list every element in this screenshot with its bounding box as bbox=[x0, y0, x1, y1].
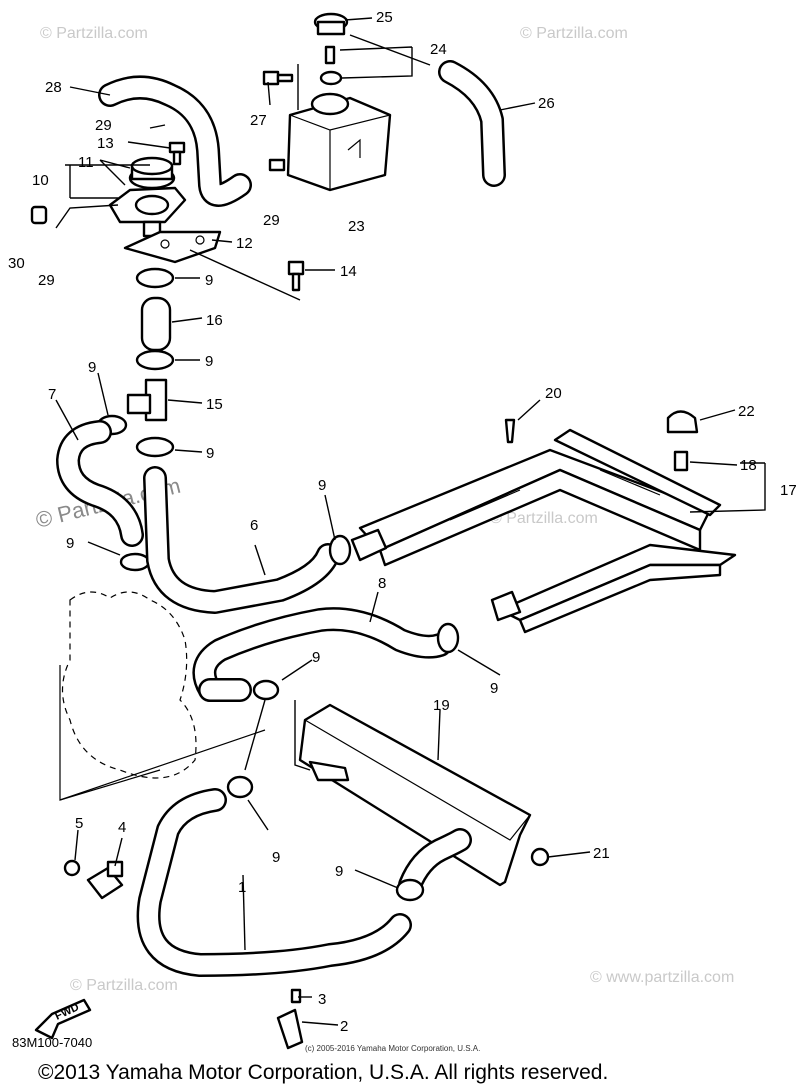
callout-30: 30 bbox=[8, 255, 25, 272]
bolt-13 bbox=[168, 141, 186, 166]
callout-6: 6 bbox=[250, 517, 258, 534]
callout-9-j: 9 bbox=[335, 863, 343, 880]
watermark-top-right: © Partzilla.com bbox=[520, 25, 628, 42]
callout-7: 7 bbox=[48, 386, 56, 403]
thermostat-housing-10 bbox=[108, 186, 187, 238]
pin-20 bbox=[504, 418, 516, 444]
callout-9-a: 9 bbox=[205, 272, 213, 289]
plate-19 bbox=[298, 703, 532, 887]
forward-arrow-icon: FWD bbox=[34, 998, 92, 1040]
engine-outline bbox=[59, 591, 266, 801]
hose-28 bbox=[98, 75, 252, 207]
callout-9-b: 9 bbox=[205, 353, 213, 370]
clamp-9-a bbox=[135, 267, 175, 289]
callout-29-a: 29 bbox=[95, 117, 112, 134]
fine-print: (c) 2005-2016 Yamaha Motor Corporation, … bbox=[305, 1044, 480, 1053]
callout-5: 5 bbox=[75, 815, 83, 832]
callout-9-c: 9 bbox=[88, 359, 96, 376]
clamp-9-j bbox=[395, 878, 425, 902]
callout-22: 22 bbox=[738, 403, 755, 420]
callout-10: 10 bbox=[32, 172, 49, 189]
hose-1 bbox=[136, 788, 472, 977]
callout-15: 15 bbox=[206, 396, 223, 413]
watermark-mid-right: © Partzilla.com bbox=[490, 510, 598, 527]
cap-30 bbox=[30, 205, 48, 225]
cap-22 bbox=[666, 410, 699, 434]
callout-27: 27 bbox=[250, 112, 267, 129]
fitting-18 bbox=[673, 450, 689, 472]
clamp-9-g bbox=[436, 622, 460, 654]
clamp-9-h bbox=[252, 679, 280, 701]
bracket-2 bbox=[276, 1008, 304, 1050]
clamp-9-b bbox=[135, 349, 175, 371]
callout-12: 12 bbox=[236, 235, 253, 252]
watermark-bottom-left: © Partzilla.com bbox=[70, 977, 178, 994]
clamp-9-i bbox=[226, 775, 254, 799]
callout-3: 3 bbox=[318, 991, 326, 1008]
callout-21: 21 bbox=[593, 845, 610, 862]
joint-15 bbox=[126, 378, 168, 422]
clamp-9-e bbox=[119, 552, 151, 572]
callout-numbers: 25 24 26 27 28 29 13 11 10 30 29 29 23 1… bbox=[8, 9, 797, 1035]
clamp-9-f bbox=[328, 534, 352, 566]
callout-2: 2 bbox=[340, 1018, 348, 1035]
callout-9-h: 9 bbox=[490, 680, 498, 697]
callout-19: 19 bbox=[433, 697, 450, 714]
hose-8 bbox=[192, 607, 452, 702]
callout-9-e: 9 bbox=[318, 477, 326, 494]
callout-16: 16 bbox=[206, 312, 223, 329]
callout-13: 13 bbox=[97, 135, 114, 152]
callout-17: 17 bbox=[780, 482, 797, 499]
heat-exchanger-17 bbox=[350, 428, 737, 634]
bolt-27 bbox=[262, 70, 294, 86]
callout-29-b: 29 bbox=[38, 272, 55, 289]
hose-7 bbox=[56, 420, 144, 547]
clamp-9-d bbox=[135, 436, 175, 458]
callout-1: 1 bbox=[238, 879, 246, 896]
watermark-bottom-right: © www.partzilla.com bbox=[590, 969, 734, 986]
callout-9-i: 9 bbox=[272, 849, 280, 866]
hose-26 bbox=[438, 60, 506, 187]
callout-25: 25 bbox=[376, 9, 393, 26]
callout-28: 28 bbox=[45, 79, 62, 96]
callout-9-g: 9 bbox=[312, 649, 320, 666]
callout-18: 18 bbox=[740, 457, 757, 474]
callout-9-f: 9 bbox=[66, 535, 74, 552]
diagram-code: 83M100-7040 bbox=[12, 1035, 92, 1050]
callout-4: 4 bbox=[118, 819, 126, 836]
callout-20: 20 bbox=[545, 385, 562, 402]
screw-3 bbox=[290, 988, 302, 1004]
coolant-tank-23 bbox=[268, 92, 392, 192]
nut-5 bbox=[63, 859, 81, 877]
bracket-4 bbox=[86, 860, 124, 900]
leader-lines bbox=[55, 17, 766, 1026]
tank-cap-25 bbox=[313, 12, 349, 36]
callout-11: 11 bbox=[78, 154, 94, 171]
thermostat-cover-11 bbox=[128, 156, 176, 190]
callout-24: 24 bbox=[430, 41, 447, 58]
callout-8: 8 bbox=[378, 575, 386, 592]
copyright-notice: ©2013 Yamaha Motor Corporation, U.S.A. A… bbox=[38, 1061, 608, 1084]
plug-24 bbox=[319, 45, 343, 86]
plug-21 bbox=[530, 847, 550, 867]
watermark-top-left: © Partzilla.com bbox=[40, 25, 148, 42]
hose-16 bbox=[140, 296, 172, 352]
callout-26: 26 bbox=[538, 95, 555, 112]
callout-23: 23 bbox=[348, 218, 365, 235]
hose-6 bbox=[143, 466, 340, 614]
callout-14: 14 bbox=[340, 263, 357, 280]
bolt-14 bbox=[287, 260, 305, 292]
callout-29-c: 29 bbox=[263, 212, 280, 229]
callout-9-d: 9 bbox=[206, 445, 214, 462]
